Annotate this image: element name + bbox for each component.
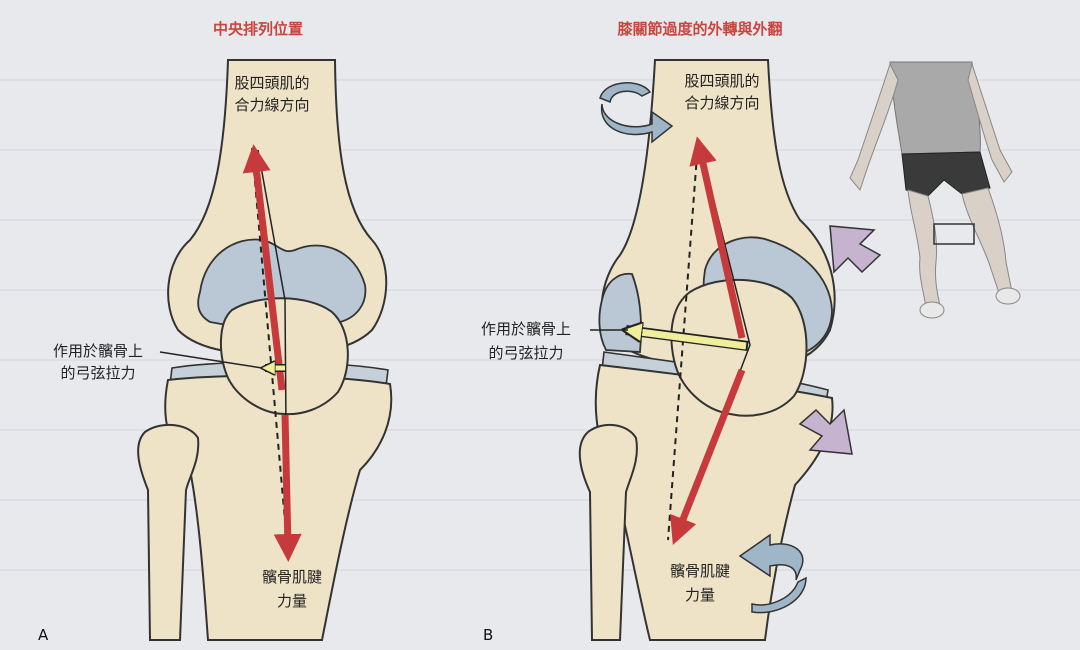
tendon-force-arrow-a <box>285 415 288 548</box>
panel-b-title: 膝關節過度的外轉與外翻 <box>617 20 782 38</box>
athlete-shorts <box>902 152 990 196</box>
panel-a-bowstring-label-line2: 的弓弦拉力 <box>60 364 135 382</box>
knee-highlight-box <box>934 224 974 244</box>
panel-b-bowstring-label-line2: 的弓弦拉力 <box>488 344 563 362</box>
athlete-right-shoe <box>996 288 1020 304</box>
panel-a-quad-label-line2: 合力線方向 <box>234 96 309 114</box>
panel-a-quad-label-line1: 股四頭肌的 <box>234 74 309 92</box>
panel-a-tendon-label-line2: 力量 <box>277 592 307 610</box>
athlete-left-arm <box>850 64 898 190</box>
panel-b-tendon-label-line2: 力量 <box>685 586 715 604</box>
athlete-figure <box>850 62 1020 318</box>
panel-a-title: 中央排列位置 <box>213 20 303 38</box>
panel-b-quad-label-line1: 股四頭肌的 <box>684 72 759 90</box>
athlete-right-leg <box>962 188 1012 296</box>
panel-a-letter: A <box>38 626 49 644</box>
panel-a-tendon-label-line1: 髕骨肌腱 <box>262 568 322 586</box>
fibula-bone-a <box>138 425 198 640</box>
panel-b: 膝關節過度的外轉與外翻 股四頭肌的 合力線方向 作用於髕骨上 的弓弦拉力 髕骨肌… <box>481 20 880 644</box>
panel-b-quad-label-line2: 合力線方向 <box>684 94 759 112</box>
panel-a: 中央排列位置 股四頭肌的 合力線方向 作用於髕骨上 的弓弦拉力 髕骨肌腱 力量 … <box>38 20 391 644</box>
panel-b-letter: B <box>483 626 493 644</box>
athlete-left-shoe <box>920 302 944 318</box>
valgus-arrow-upper-icon <box>830 226 880 272</box>
panel-b-tendon-label-line1: 髕骨肌腱 <box>670 562 730 580</box>
panel-b-bowstring-label-line1: 作用於髕骨上 <box>481 320 571 338</box>
panel-a-bowstring-label-line1: 作用於髕骨上 <box>53 342 143 360</box>
athlete-shirt <box>890 62 980 154</box>
